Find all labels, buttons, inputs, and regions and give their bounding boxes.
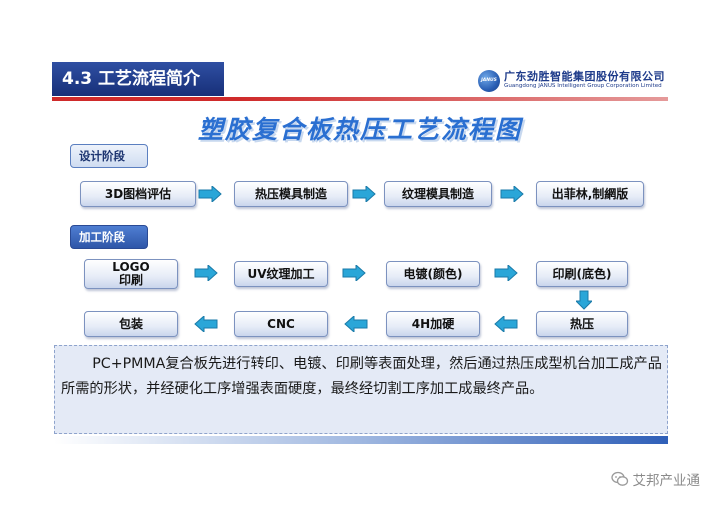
section-title: 4.3 工艺流程简介 — [52, 62, 224, 96]
description-underline — [54, 436, 668, 444]
globe-logo-icon — [478, 70, 500, 92]
step-texture-mold: 纹理模具制造 — [384, 181, 492, 207]
step-4h-hardening: 4H加硬 — [386, 311, 480, 337]
arrow-right-icon — [194, 265, 218, 281]
arrow-right-icon — [352, 186, 376, 202]
watermark: 艾邦产业通 — [610, 469, 701, 489]
arrow-left-icon — [194, 316, 218, 332]
company-name-cn: 广东劲胜智能集团股份有限公司 — [504, 70, 665, 83]
arrow-right-icon — [494, 265, 518, 281]
description-panel: PC+PMMA复合板先进行转印、电镀、印刷等表面处理，然后通过热压成型机台加工成… — [54, 345, 668, 434]
arrow-right-icon — [198, 186, 222, 202]
step-hot-press-mold: 热压模具制造 — [234, 181, 348, 207]
step-hot-press: 热压 — [536, 311, 628, 337]
step-plating-color: 电镀(颜色) — [386, 261, 480, 287]
company-logo: JANUS 广东劲胜智能集团股份有限公司 Guangdong JANUS Int… — [478, 68, 668, 94]
arrow-down-icon — [576, 290, 592, 310]
description-text: PC+PMMA复合板先进行转印、电镀、印刷等表面处理，然后通过热压成型机台加工成… — [61, 356, 662, 397]
arrow-left-icon — [494, 316, 518, 332]
watermark-text: 艾邦产业通 — [632, 473, 701, 489]
diagram-title: 塑胶复合板热压工艺流程图 — [197, 115, 522, 144]
step-print-base: 印刷(底色) — [536, 261, 628, 287]
company-name-en: Guangdong JANUS Intelligent Group Corpor… — [504, 83, 662, 89]
arrow-left-icon — [344, 316, 368, 332]
header-divider — [52, 97, 668, 101]
arrow-right-icon — [500, 186, 524, 202]
wechat-icon — [610, 471, 628, 486]
step-uv-texture: UV纹理加工 — [234, 261, 328, 287]
step-film-screen: 出菲林,制網版 — [536, 181, 644, 207]
logo-mark-text: JANUS — [481, 78, 497, 83]
step-cnc: CNC — [234, 311, 328, 337]
step-packaging: 包装 — [84, 311, 178, 337]
step-3d-evaluation: 3D图档评估 — [80, 181, 196, 207]
process-stage-label: 加工阶段 — [70, 225, 148, 249]
arrow-right-icon — [342, 265, 366, 281]
design-stage-label: 设计阶段 — [70, 144, 148, 168]
